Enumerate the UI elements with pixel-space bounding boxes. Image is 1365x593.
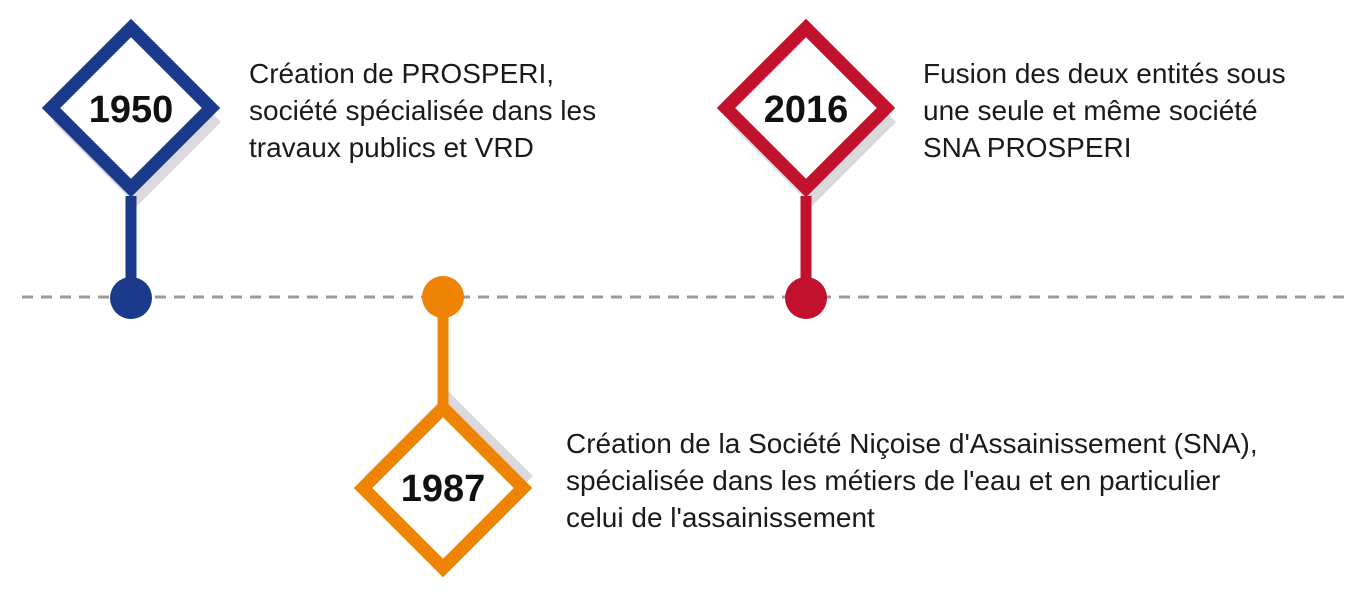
year-label-2016: 2016: [764, 89, 849, 131]
description-2016: Fusion des deux entités sous une seule e…: [923, 55, 1286, 166]
description-line: Fusion des deux entités sous: [923, 58, 1286, 89]
description-1950: Création de PROSPERI, société spécialisé…: [249, 55, 596, 166]
description-line: travaux publics et VRD: [249, 132, 534, 163]
milestone-1950: 1950: [41, 18, 221, 319]
milestone-1987: 1987: [353, 276, 533, 578]
timeline-dot-1950: [110, 277, 152, 319]
description-line: Création de PROSPERI,: [249, 58, 555, 89]
description-line: spécialisée dans les métiers de l'eau et…: [566, 465, 1221, 496]
description-line: Création de la Société Niçoise d'Assaini…: [566, 428, 1258, 459]
description-line: société spécialisée dans les: [249, 95, 597, 126]
year-label-1987: 1987: [401, 468, 486, 510]
year-diamond-1987: [353, 398, 533, 578]
year-diamond-2016: [716, 18, 896, 198]
description-line: celui de l'assainissement: [566, 502, 875, 533]
timeline-dot-2016: [785, 277, 827, 319]
timeline-dot-1987: [422, 276, 464, 318]
milestone-2016: 2016: [716, 18, 896, 319]
description-line: une seule et même société: [923, 95, 1258, 126]
description-1987: Création de la Société Niçoise d'Assaini…: [566, 425, 1258, 536]
description-line: SNA PROSPERI: [923, 132, 1132, 163]
year-label-1950: 1950: [89, 89, 174, 131]
year-diamond-1950: [41, 18, 221, 198]
